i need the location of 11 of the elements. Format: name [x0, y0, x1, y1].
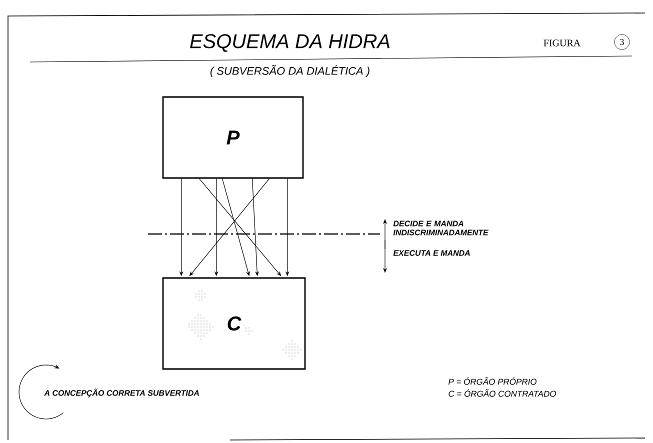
caption: A CONCEPÇÃO CORRETA SUBVERTIDA	[43, 388, 200, 398]
subtitle: ( SUBVERSÃO DA DIALÉTICA )	[210, 65, 370, 77]
key-entry: C = ÓRGÃO CONTRATADO	[448, 389, 556, 397]
figure-number: 3	[614, 34, 630, 50]
box: P	[162, 96, 304, 179]
title: ESQUEMA DA HIDRA	[190, 34, 390, 52]
annotation: DECIDE E MANDA INDISCRIMINADAMENTE	[393, 220, 488, 236]
figure-label: FIGURA	[544, 40, 581, 46]
box: C	[162, 277, 306, 370]
annotation: EXECUTA E MANDA	[393, 250, 470, 256]
key-entry: P = ÓRGÃO PRÓPRIO	[448, 377, 537, 385]
